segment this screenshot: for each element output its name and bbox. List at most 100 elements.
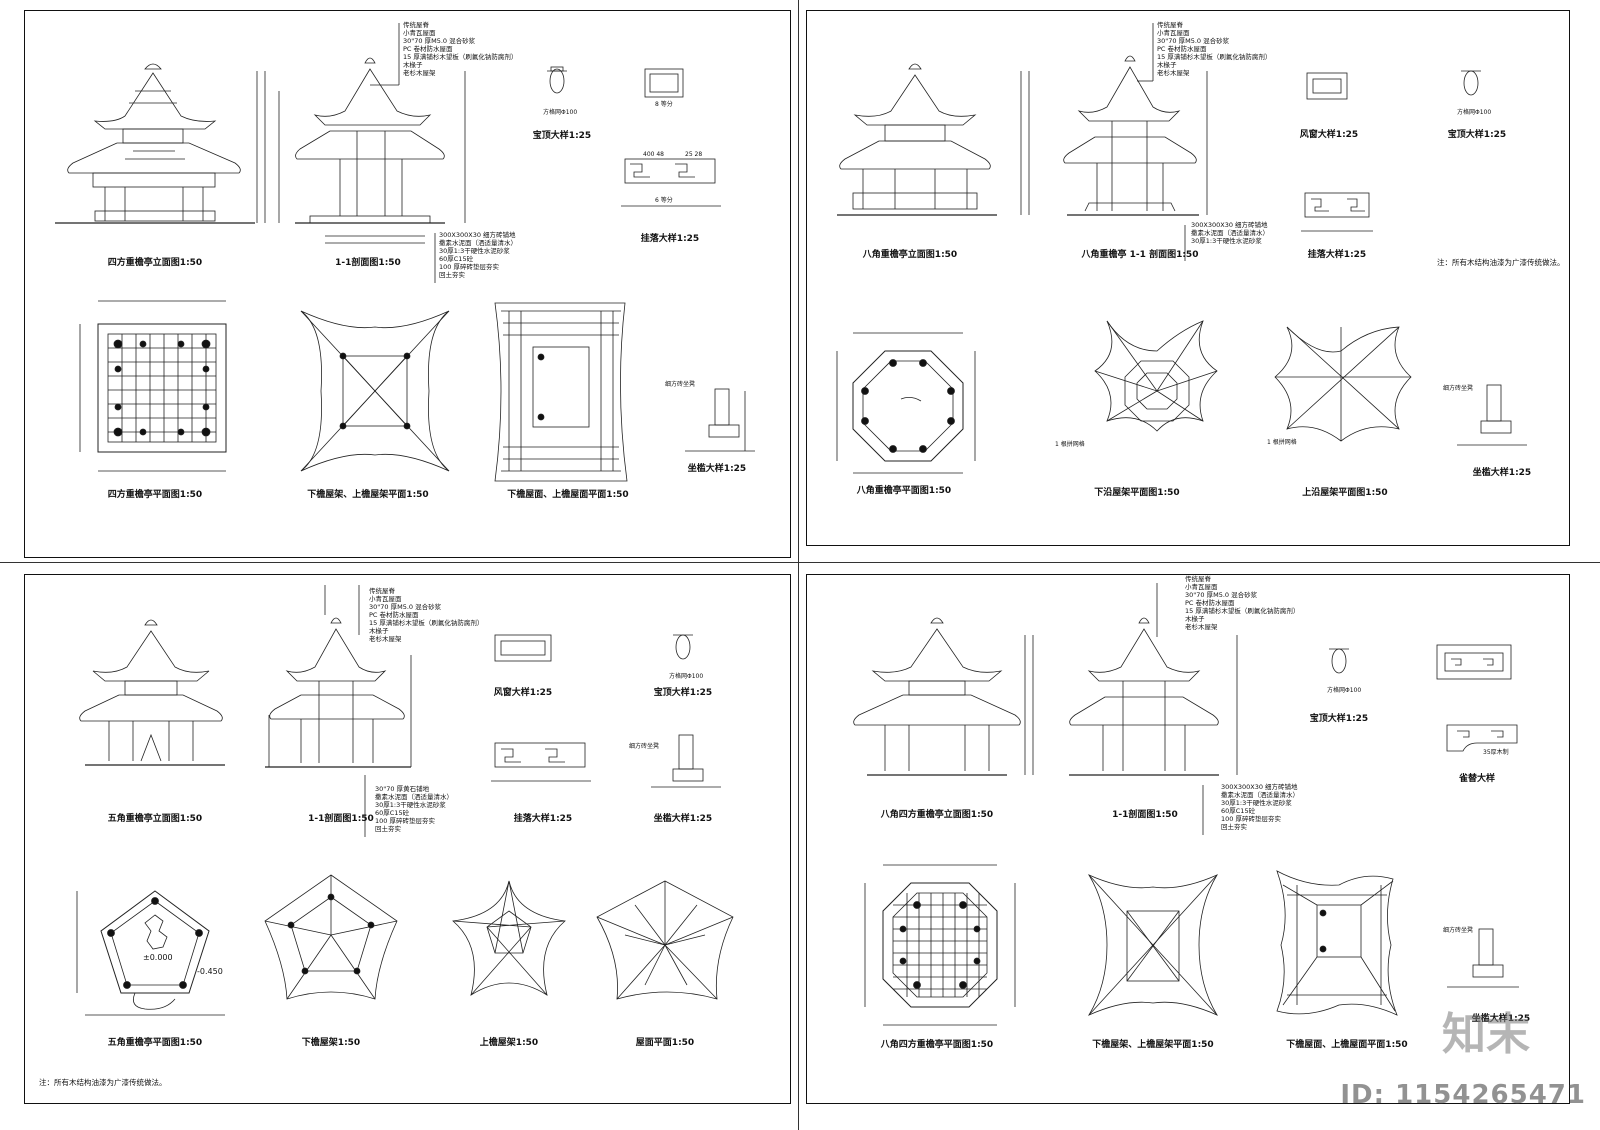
oct-square-frame-title: 下檐屋架、上檐屋架平面1:50 xyxy=(1092,1040,1214,1050)
pentagonal-baoding-drawing xyxy=(673,634,693,660)
octagonal-plan-drawing xyxy=(836,332,976,474)
octagonal-upper-frame-title: 上沿屋架平面图1:50 xyxy=(1302,488,1388,498)
note-line: 撒素水泥面（洒适量清水） xyxy=(1221,791,1299,799)
note-line: 100 厚碎砖垫层夯实 xyxy=(439,263,499,271)
note-line: 传统屋脊 xyxy=(1157,21,1183,29)
seat-note: 细方砖坐凳 xyxy=(1443,927,1474,934)
note-line: 老杉木屋架 xyxy=(1157,69,1190,77)
note-line: 木椽子 xyxy=(1185,615,1205,623)
sheet-octagonal-pavilion: 传统屋脊 小青瓦屋面 30"70 厚M5.0 混合砂浆 PC 卷材防水屋面 15… xyxy=(806,10,1570,546)
oct-square-frame-drawing xyxy=(1088,874,1218,1016)
note-line: 撒素水泥面（洒适量清水） xyxy=(439,239,517,247)
square-elevation-title: 四方重檐亭立面图1:50 xyxy=(107,258,203,268)
note-line: 15 厚满铺杉木望板（刷氟化钠防腐剂） xyxy=(369,619,484,627)
note-line: 30厚1:3干硬性水泥砂浆 xyxy=(375,801,446,809)
octagonal-floor-notes: 300X300X30 细方砖铺地 撒素水泥面（洒适量清水） 30厚1:3干硬性水… xyxy=(1191,221,1269,245)
note-line: 老杉木屋架 xyxy=(403,69,436,77)
square-roof-frame-title: 下檐屋架、上檐屋架平面1:50 xyxy=(307,490,429,500)
pentagonal-plan-drawing xyxy=(76,890,225,1016)
oct-square-roof-title: 下檐屋面、上檐屋面平面1:50 xyxy=(1286,1040,1408,1050)
octagonal-seat-drawing xyxy=(1457,384,1527,446)
pentagonal-baoding-title: 宝顶大样1:25 xyxy=(653,688,713,698)
oct-square-roof-drawing xyxy=(1276,870,1398,1016)
note-line: PC 卷材防水屋面 xyxy=(1157,45,1207,53)
gualuo-dim: 400 48 xyxy=(643,151,664,158)
pentagonal-floor-notes: 30"70 厚黄石铺地 撒素水泥面（洒适量清水） 30厚1:3干硬性水泥砂浆 6… xyxy=(375,785,453,833)
gualuo-note: 8 等分 xyxy=(655,101,673,108)
oct-square-elevation-drawing xyxy=(853,617,1034,776)
octagonal-gualuo-title: 挂落大样1:25 xyxy=(1307,250,1367,260)
oct-square-elevation-title: 八角四方重檐亭立面图1:50 xyxy=(880,810,994,820)
note-line: 30厚1:3干硬性水泥砂浆 xyxy=(1191,237,1262,245)
note-line: 传统屋脊 xyxy=(403,21,429,29)
frame-note: 1 根拼网格 xyxy=(1267,439,1297,446)
pentagonal-elevation-drawing xyxy=(79,619,225,766)
note-line: 15 厚满铺杉木望板（刷氟化钠防腐剂） xyxy=(403,53,518,61)
octagonal-plan-title: 八角重檐亭平面图1:50 xyxy=(856,486,952,496)
pentagonal-window-drawing xyxy=(494,634,552,662)
note-line: 30"70 厚M5.0 混合砂浆 xyxy=(1157,37,1230,45)
octagonal-lower-frame-title: 下沿屋架平面图1:50 xyxy=(1094,488,1180,498)
brand-logo: 知末 xyxy=(1442,1009,1530,1060)
note-line: 30厚1:3干硬性水泥砂浆 xyxy=(439,247,510,255)
note-line: 小青瓦屋面 xyxy=(369,595,402,603)
note-line: 撒素水泥面（洒适量清水） xyxy=(1191,229,1269,237)
note-line: 小青瓦屋面 xyxy=(403,29,436,37)
elevation-negative: -0.450 xyxy=(197,967,223,976)
note-line: 30"70 厚M5.0 混合砂浆 xyxy=(403,37,476,45)
seat-note: 细方砖坐凳 xyxy=(665,381,696,388)
pentagonal-window-title: 风窗大样1:25 xyxy=(493,688,553,698)
note-line: 小青瓦屋面 xyxy=(1157,29,1190,37)
octagonal-window-title: 风窗大样1:25 xyxy=(1299,130,1359,140)
square-elevation-dims xyxy=(256,71,266,223)
oct-square-seat-title: 坐槛大样1:25 xyxy=(1471,1014,1531,1024)
note-line: 老杉木屋架 xyxy=(369,635,402,643)
octagonal-section-drawing xyxy=(1020,23,1208,261)
oct-square-plan-title: 八角四方重檐亭平面图1:50 xyxy=(880,1040,994,1050)
pentagonal-roof-notes: 传统屋脊 小青瓦屋面 30"70 厚M5.0 混合砂浆 PC 卷材防水屋面 15… xyxy=(369,587,483,643)
sheet1-drawings xyxy=(55,23,755,482)
pentagonal-lower-frame-title: 下檐屋架1:50 xyxy=(301,1038,361,1048)
note-line: 100 厚碎砖垫层夯实 xyxy=(1221,815,1281,823)
oct-square-section-drawing xyxy=(1069,583,1238,835)
pentagonal-roof-plan-drawing xyxy=(596,880,734,1000)
square-baoding-drawing xyxy=(547,66,567,94)
pentagonal-elevation-title: 五角重檐亭立面图1:50 xyxy=(107,814,203,824)
oct-square-baoding-title: 宝顶大样1:25 xyxy=(1309,714,1369,724)
octagonal-section-title: 八角重檐亭 1-1 剖面图1:50 xyxy=(1081,250,1199,260)
note-line: 30厚1:3干硬性水泥砂浆 xyxy=(1221,799,1292,807)
octagonal-upper-frame-drawing xyxy=(1274,326,1412,442)
seat-note: 细方砖坐凳 xyxy=(1443,385,1474,392)
sheet-divider-vertical xyxy=(798,0,799,1130)
pentagonal-section-title: 1-1剖面图1:50 xyxy=(308,814,374,824)
pentagonal-lower-frame-drawing xyxy=(264,874,398,1000)
sheet4-drawings xyxy=(853,583,1519,1026)
octagonal-lower-frame-drawing xyxy=(1094,320,1218,432)
note-line: 15 厚满铺杉木望板（刷氟化钠防腐剂） xyxy=(1157,53,1272,61)
note-line: 60厚C15砼 xyxy=(1221,807,1256,815)
baoding-note: 方格网Φ100 xyxy=(543,109,578,116)
square-floor-notes: 300X300X30 细方砖铺地 撒素水泥面（洒适量清水） 30厚1:3干硬性水… xyxy=(439,231,517,279)
queti-drawing xyxy=(1436,644,1518,752)
note-line: 传统屋脊 xyxy=(1185,575,1211,583)
oct-square-roof-notes: 传统屋脊 小青瓦屋面 30"70 厚M5.0 混合砂浆 PC 卷材防水屋面 15… xyxy=(1185,575,1299,631)
pentagonal-upper-frame-title: 上檐屋架1:50 xyxy=(479,1038,539,1048)
square-roof-frame-drawing xyxy=(300,310,450,472)
square-gualuo-drawing xyxy=(621,68,721,207)
square-gualuo-title: 挂落大样1:25 xyxy=(640,234,700,244)
pentagonal-seat-drawing xyxy=(651,734,721,788)
octagonal-seat-title: 坐槛大样1:25 xyxy=(1472,468,1532,478)
octagonal-window-drawing xyxy=(1306,72,1348,100)
octagonal-note: 注：所有木结构油漆为广漆传统做法。 xyxy=(1437,258,1565,267)
note-line: 30"70 厚M5.0 混合砂浆 xyxy=(369,603,442,611)
image-id-label: ID: 1154265471 xyxy=(1340,1080,1586,1110)
gualuo-dim: 25 28 xyxy=(685,151,703,158)
square-roof-plan-drawing xyxy=(494,302,628,482)
note-line: 30"70 厚M5.0 混合砂浆 xyxy=(1185,591,1258,599)
octagonal-baoding-drawing xyxy=(1461,70,1481,96)
note-line: 木椽子 xyxy=(403,61,423,69)
note-line: 60厚C15砼 xyxy=(439,255,474,263)
square-roof-title: 下檐屋面、上檐屋面平面1:50 xyxy=(507,490,629,500)
note-line: 300X300X30 细方砖铺地 xyxy=(1191,221,1268,229)
queti-note: 35厚木制 xyxy=(1483,749,1509,756)
